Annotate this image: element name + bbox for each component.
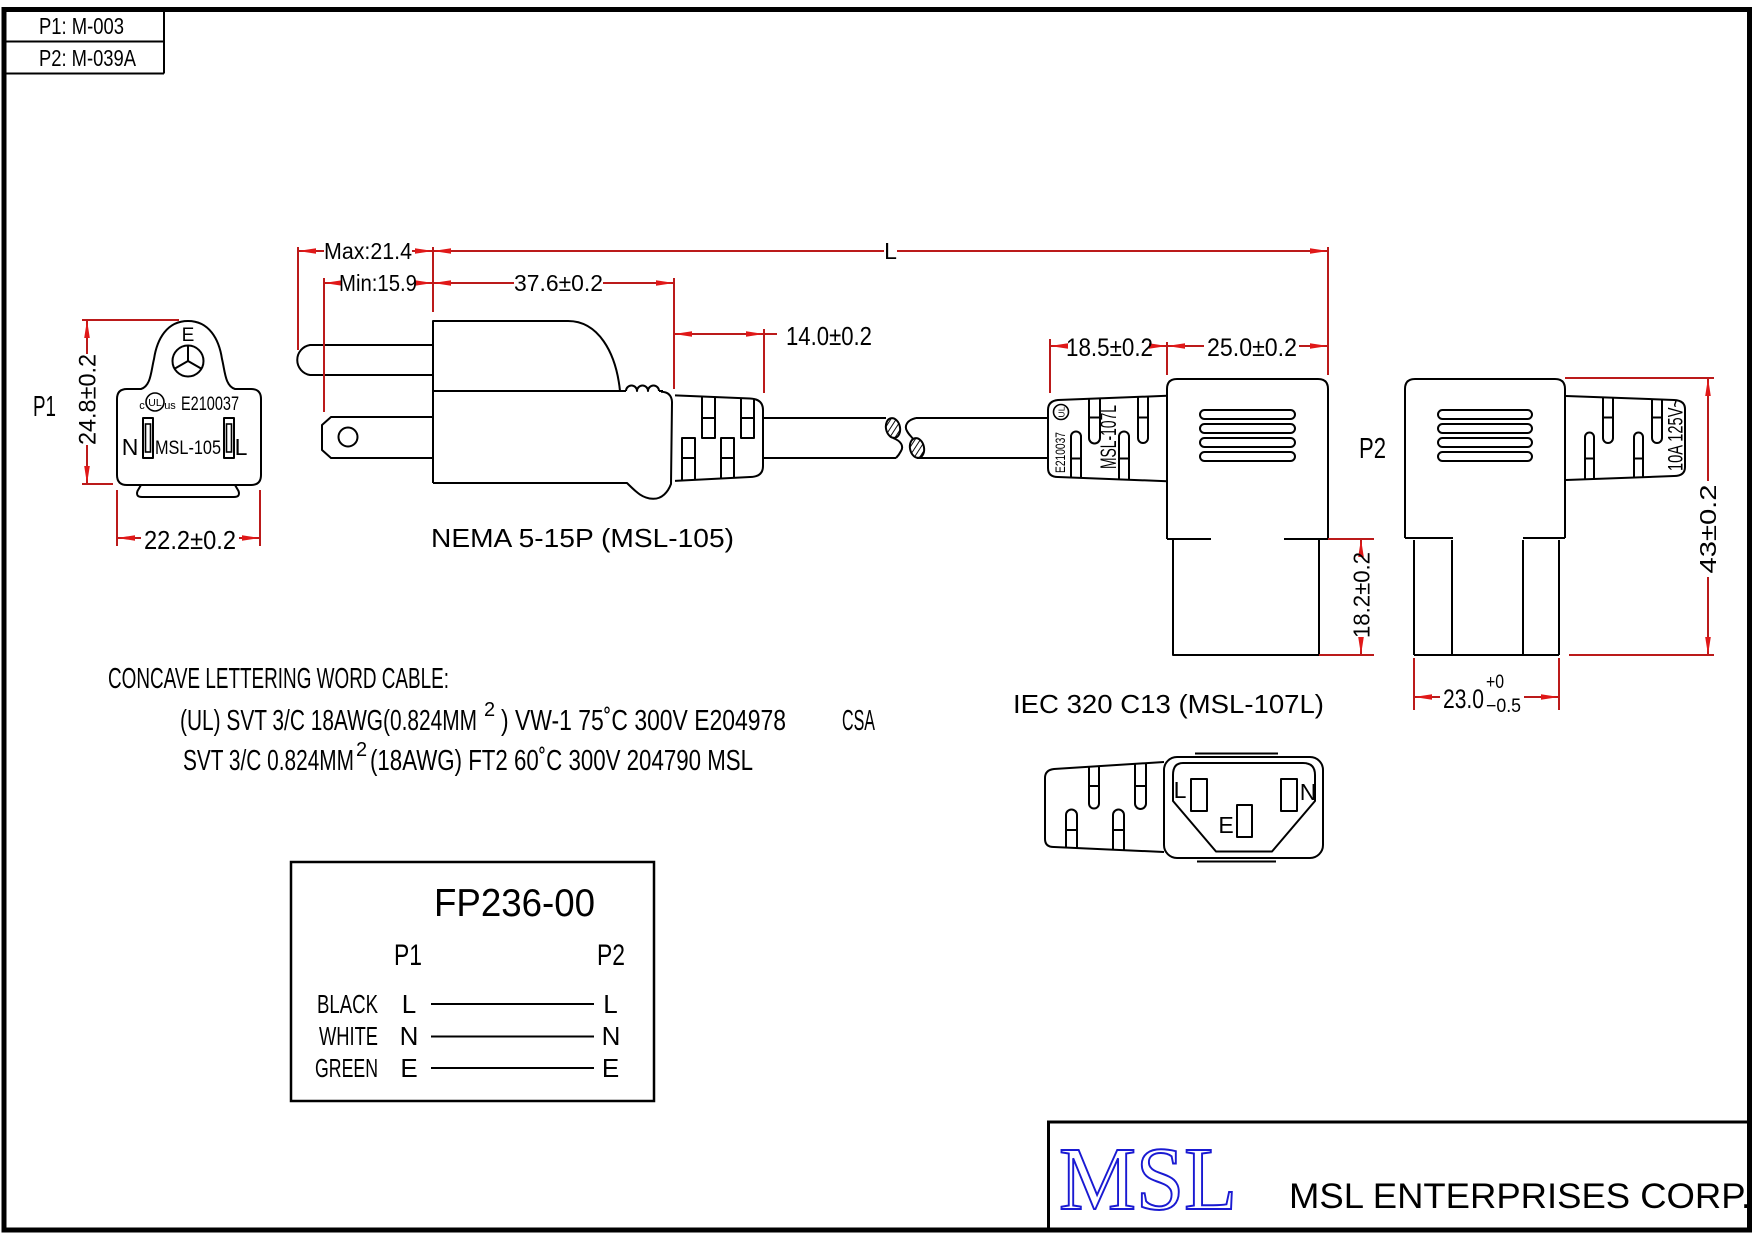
svg-text:NEMA 5-15P (MSL-105): NEMA 5-15P (MSL-105): [431, 523, 734, 553]
svg-text:L: L: [603, 989, 617, 1019]
svg-text:23.0: 23.0: [1443, 684, 1484, 714]
svg-text:L: L: [402, 989, 416, 1019]
svg-text:N: N: [1300, 779, 1317, 805]
svg-text:(UL) SVT 3/C 18AWG(0.824MM: (UL) SVT 3/C 18AWG(0.824MM: [180, 705, 477, 737]
svg-text:N: N: [122, 434, 139, 460]
svg-text:2: 2: [356, 739, 367, 761]
svg-text:24.8±0.2: 24.8±0.2: [75, 354, 102, 445]
svg-text:25.0±0.2: 25.0±0.2: [1207, 334, 1297, 362]
svg-text:UL: UL: [148, 397, 162, 409]
svg-text:E: E: [1218, 812, 1233, 838]
svg-text:L: L: [235, 434, 248, 460]
svg-text:E: E: [400, 1053, 417, 1083]
svg-text:P1: M-003: P1: M-003: [39, 13, 124, 39]
svg-text:c: c: [139, 400, 145, 412]
svg-text:Max:21.4: Max:21.4: [324, 238, 412, 264]
svg-text:IEC 320 C13 (MSL-107L): IEC 320 C13 (MSL-107L): [1013, 689, 1324, 719]
svg-text:WHITE: WHITE: [319, 1021, 378, 1051]
svg-text:E210037: E210037: [181, 394, 239, 415]
svg-text:UL: UL: [1057, 406, 1067, 417]
svg-text:MSL-105: MSL-105: [155, 438, 221, 459]
svg-text:L: L: [884, 238, 897, 264]
svg-text:2: 2: [484, 699, 495, 721]
svg-text:MSL ENTERPRISES CORP.: MSL ENTERPRISES CORP.: [1289, 1177, 1751, 1216]
svg-text:N: N: [400, 1021, 419, 1051]
svg-text:P2: P2: [1359, 433, 1386, 465]
svg-text:(18AWG) FT2 60˚C 300V 204790 M: (18AWG) FT2 60˚C 300V 204790 MSL: [370, 745, 753, 777]
svg-text:GREEN: GREEN: [315, 1053, 378, 1083]
svg-text:−0.5: −0.5: [1486, 696, 1521, 717]
svg-text:) VW-1 75˚C 300V E204978: ) VW-1 75˚C 300V E204978: [501, 705, 786, 737]
svg-text:MSL-107L: MSL-107L: [1096, 405, 1121, 469]
svg-text:P1: P1: [33, 391, 56, 423]
svg-text:+0: +0: [1486, 672, 1504, 693]
svg-text:22.2±0.2: 22.2±0.2: [144, 525, 236, 555]
svg-text:18.2±0.2: 18.2±0.2: [1349, 552, 1375, 638]
svg-text:43±0.2: 43±0.2: [1695, 485, 1721, 574]
svg-text:E: E: [182, 325, 195, 346]
svg-text:10A 125V~: 10A 125V~: [1665, 399, 1688, 471]
svg-text:CSA: CSA: [842, 705, 875, 737]
svg-text:P2: P2: [597, 939, 625, 972]
svg-text:L: L: [1174, 777, 1187, 803]
svg-text:Min:15.9: Min:15.9: [339, 270, 417, 296]
svg-text:CONCAVE LETTERING WORD CABLE:: CONCAVE LETTERING WORD CABLE:: [108, 663, 449, 695]
svg-text:E210037: E210037: [1052, 432, 1068, 473]
svg-text:18.5±0.2: 18.5±0.2: [1066, 334, 1153, 362]
svg-text:14.0±0.2: 14.0±0.2: [786, 321, 872, 351]
svg-text:37.6±0.2: 37.6±0.2: [514, 270, 603, 296]
svg-text:P2: M-039A: P2: M-039A: [39, 45, 137, 71]
svg-text:us: us: [164, 400, 176, 412]
svg-text:MSL: MSL: [1059, 1130, 1237, 1229]
svg-text:P1: P1: [394, 939, 422, 972]
svg-text:BLACK: BLACK: [317, 989, 378, 1019]
svg-text:FP236-00: FP236-00: [434, 882, 595, 925]
svg-text:N: N: [602, 1021, 621, 1051]
svg-text:SVT 3/C 0.824MM: SVT 3/C 0.824MM: [183, 745, 354, 777]
svg-text:E: E: [602, 1053, 619, 1083]
